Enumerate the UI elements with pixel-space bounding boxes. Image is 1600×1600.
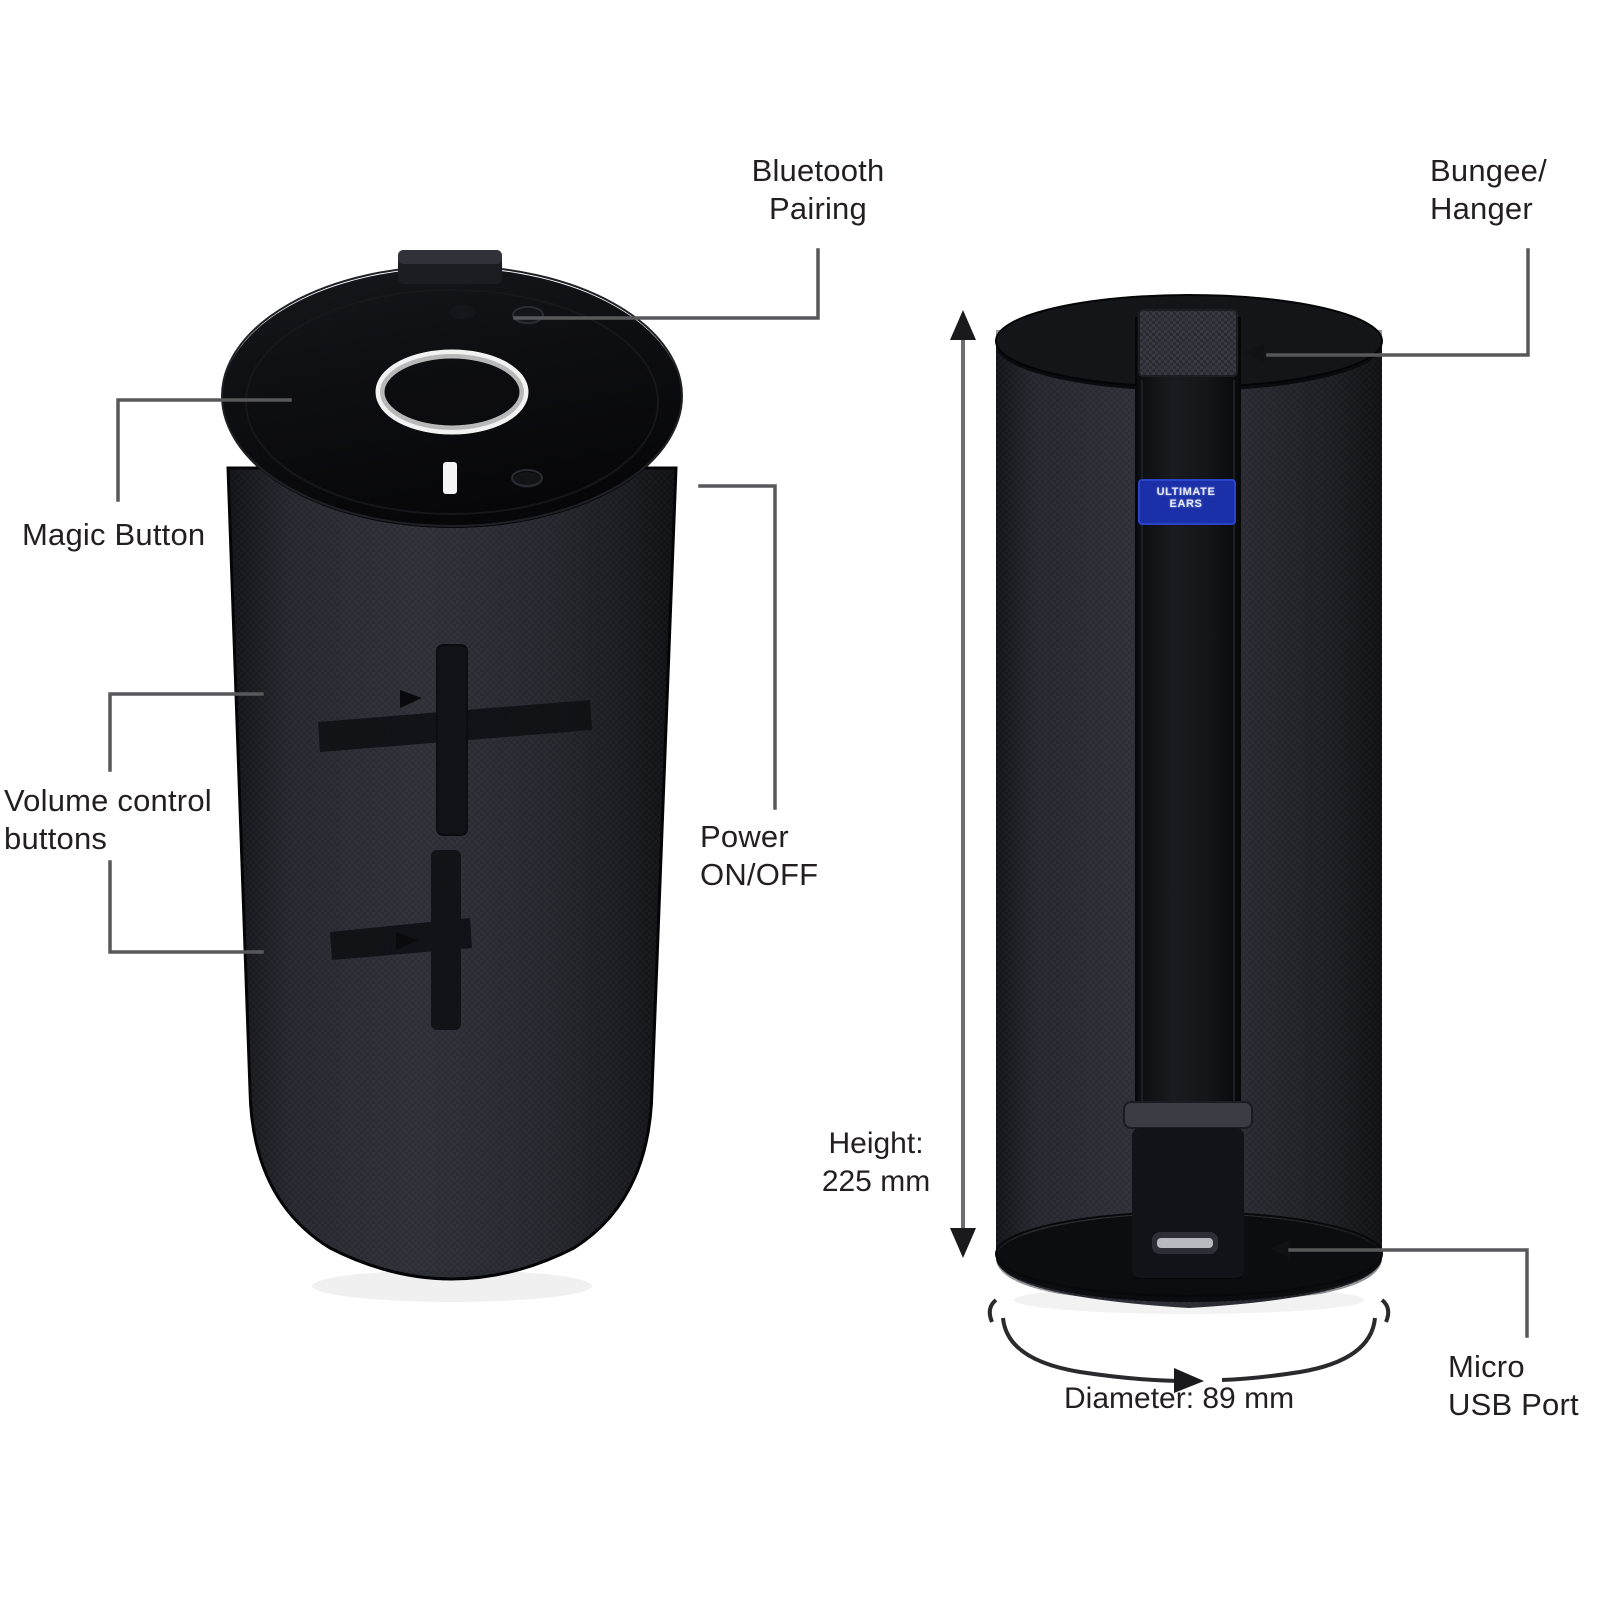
callout-label-bluetooth-pairing: Bluetooth Pairing [751,153,885,226]
callout-label-magic-button: Magic Button [22,517,206,552]
leader-lines [108,248,1530,1338]
leader-power [698,484,777,810]
volume-up-button[interactable] [318,644,592,836]
right-speaker-illustration [995,294,1383,1314]
led-indicator [443,462,457,494]
bungee-arrow-marker [1244,344,1264,362]
micro-usb-port [1152,1232,1218,1254]
diameter-arrowhead-right [1174,1368,1204,1393]
left-speaker-hanger-nub [398,250,502,284]
usb-arrow-marker [1270,1240,1290,1258]
brand-badge [1139,480,1235,524]
height-dimension-arrow [950,310,976,1258]
leader-bluetooth [513,248,820,320]
callout-label-volume-controls: Volume control buttons [4,783,212,856]
leader-usb [1288,1248,1529,1338]
volume-down-arrow-marker [396,932,418,950]
leader-bungee [1266,248,1530,357]
leader-volume-up [108,692,264,772]
diameter-dimension-arc [1001,1317,1377,1383]
callout-label-micro-usb-port: Micro USB Port [1448,1349,1579,1422]
volume-down-button[interactable] [330,850,472,1030]
left-speaker-top-cap [222,268,682,528]
leader-volume-down [108,860,264,954]
volume-up-arrow-marker [400,690,422,708]
dimension-annotations [950,310,1391,1393]
power-button[interactable] [511,469,543,488]
callout-label-power: Power ON/OFF [700,819,819,892]
dimension-label-height: Height: 225 mm [821,1127,931,1198]
leader-magic [116,398,292,502]
dimension-label-diameter: Diameter: 89 mm [1064,1382,1295,1415]
diameter-arc-cap-left [987,1298,998,1323]
left-speaker-illustration [221,250,683,1302]
magic-button[interactable] [375,349,529,435]
diameter-arc-cap-right [1380,1298,1391,1323]
brand-badge-text: ULTIMATE EARS [1156,486,1216,510]
callout-label-bungee-hanger: Bungee/ Hanger [1430,153,1547,226]
